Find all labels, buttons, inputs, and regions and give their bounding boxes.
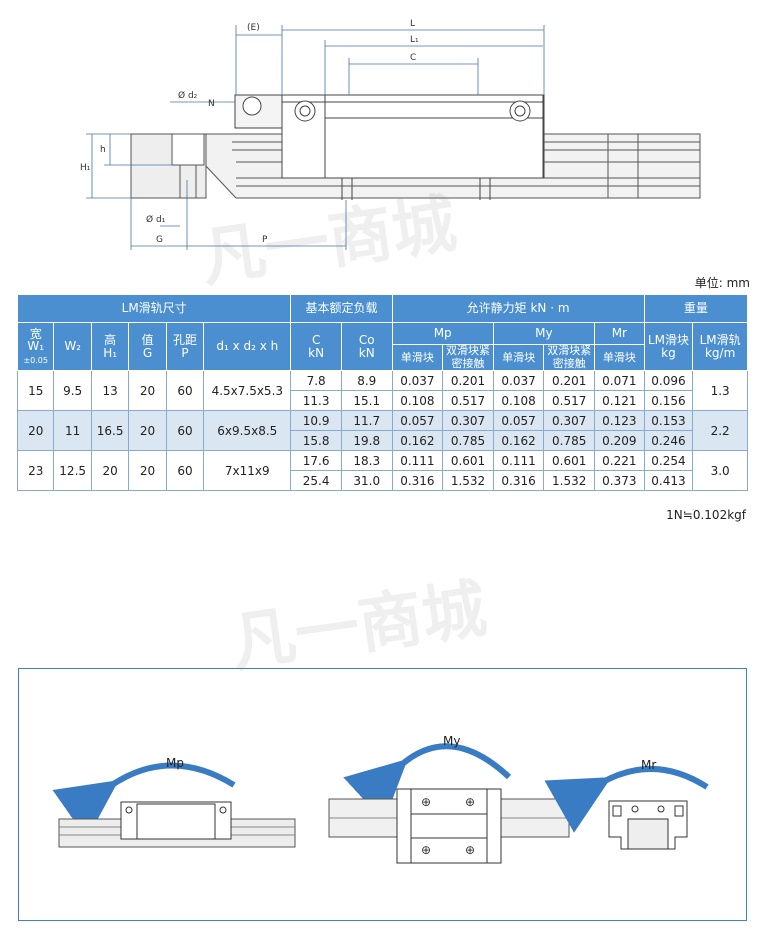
sub-mp-double: 双滑块紧 密接触 <box>442 343 494 372</box>
dim-h1-label: H₁ <box>80 163 91 173</box>
dim-d2-label: Ø d₂ <box>178 90 198 101</box>
dim-l1-label: L₁ <box>410 35 419 45</box>
mr-arrow-icon <box>544 765 709 833</box>
conversion-note: 1N≒0.102kgf <box>666 508 746 522</box>
col-co: Co kN <box>340 321 393 372</box>
watermark-logo-2: 凡一商城 <box>226 572 491 682</box>
hole-icon: ⊕ <box>465 795 475 809</box>
dimension-drawing: (E) L L₁ C Ø d₂ N H₁ h Ø d₁ G P <box>80 19 701 250</box>
col-lm-rail-weight: LM滑轨 kg/m <box>692 321 748 372</box>
rail-end-section <box>130 133 207 199</box>
mp-label: Mp <box>166 756 184 770</box>
table-row: 20 11 16.5 20 60 6x9.5x8.5 10.9 11.7 0.0… <box>16 410 748 452</box>
col-mp: Mp <box>391 322 494 345</box>
moment-diagram-box: Mp My ⊕ ⊕ ⊕ ⊕ Mr <box>18 668 747 921</box>
dim-l-label: L <box>410 19 415 29</box>
dim-p-label: P <box>262 235 268 245</box>
mp-arrow-icon <box>52 762 236 840</box>
col-lm-block: LM滑块 kg <box>643 321 694 372</box>
col-h1: 高 H₁ <box>90 321 130 372</box>
sub-mp-single: 单滑块 <box>391 343 444 372</box>
group-moment: 允许静力矩 kN · m <box>391 294 645 323</box>
dim-g-label: G <box>156 235 163 245</box>
group-lm-rail: LM滑轨尺寸 <box>16 294 292 323</box>
my-label: My <box>443 734 460 748</box>
sub-mr-single: 单滑块 <box>594 343 645 372</box>
hole-icon: ⊕ <box>421 843 431 857</box>
hole-icon: ⊕ <box>465 843 475 857</box>
sub-my-double: 双滑块紧 密接触 <box>543 343 596 372</box>
sub-my-single: 单滑块 <box>492 343 545 372</box>
dim-d1-label: Ø d₁ <box>146 214 166 225</box>
hole-icon: ⊕ <box>421 795 431 809</box>
col-w2: W₂ <box>53 321 92 372</box>
table-row: 23 12.5 20 20 60 7x11x9 17.6 18.3 0.111 … <box>16 450 748 492</box>
col-g: 值 G <box>128 321 167 372</box>
dim-h-label: h <box>100 145 106 155</box>
group-weight: 重量 <box>643 294 749 323</box>
table-row: 25.4 31.0 0.316 1.532 0.316 1.532 0.373 … <box>18 470 748 492</box>
col-c: C kN <box>290 321 342 372</box>
dim-n-label: N <box>208 99 215 109</box>
dim-c-label: C <box>410 53 416 63</box>
col-w1: 宽 W₁ ±0.05 <box>16 321 55 372</box>
table-row: 15 9.5 13 20 60 4.5x7.5x5.3 7.8 8.9 0.03… <box>16 370 748 412</box>
group-basic-load: 基本额定负载 <box>290 294 393 323</box>
my-arrow-icon <box>343 743 512 822</box>
mr-diagram: Mr <box>544 758 709 850</box>
col-p: 孔距 P <box>165 321 205 372</box>
my-diagram: My ⊕ ⊕ ⊕ ⊕ <box>328 734 570 864</box>
moment-diagrams: Mp My ⊕ ⊕ ⊕ ⊕ Mr <box>52 734 709 864</box>
col-mr: Mr <box>594 322 645 345</box>
col-my: My <box>492 322 596 345</box>
mr-label: Mr <box>641 758 656 772</box>
spec-table: LM滑轨尺寸 基本额定负载 允许静力矩 kN · m 重量 宽 W₁ ±0.05… <box>16 294 749 492</box>
mp-diagram: Mp <box>52 756 296 848</box>
dim-e-label: (E) <box>247 23 260 33</box>
unit-label: 单位: mm <box>694 276 750 290</box>
col-d: d₁ x d₂ x h <box>203 321 292 372</box>
slider-block <box>234 94 545 200</box>
